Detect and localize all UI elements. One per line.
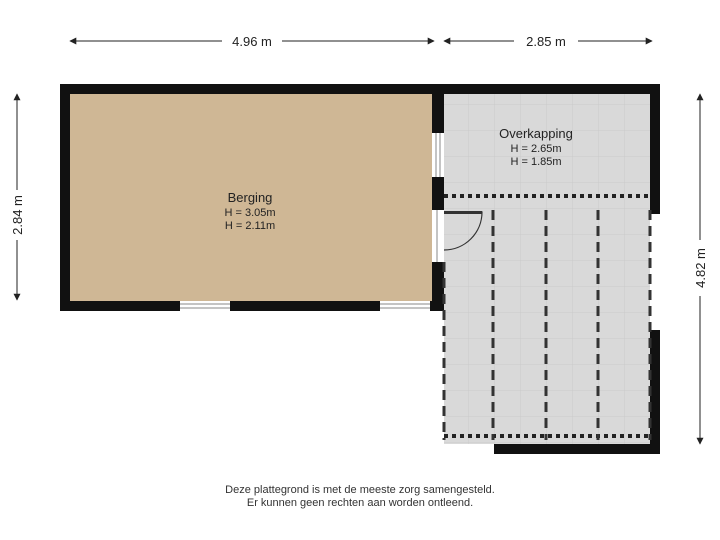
room-height-max-overkapping: H = 2.65m <box>510 143 561 155</box>
dimension-top-left: 4.96 m <box>69 34 435 49</box>
footer-disclaimer-line2: Er kunnen geen rechten aan worden ontlee… <box>246 497 474 509</box>
room-name-overkapping: Overkapping <box>499 126 573 141</box>
room-overkapping <box>432 84 660 454</box>
room-height-max-berging: H = 3.05m <box>224 207 275 219</box>
door-opening <box>432 210 444 262</box>
dimension-right: 4.82 m <box>693 93 708 445</box>
dim-label-top-right: 2.85 m <box>526 34 566 49</box>
window-bottom-right <box>380 301 430 311</box>
room-height-min-overkapping: H = 1.85m <box>510 156 561 168</box>
berging-floor <box>70 94 432 301</box>
window-right-wall <box>432 133 444 177</box>
room-height-min-berging: H = 2.11m <box>225 220 275 232</box>
window-bottom-left <box>180 301 230 311</box>
dimension-top-right: 2.85 m <box>443 34 653 49</box>
dimension-left: 2.84 m <box>10 93 25 301</box>
footer-disclaimer-line1: Deze plattegrond is met de meeste zorg s… <box>225 484 495 496</box>
overkapping-floor <box>444 94 650 444</box>
dim-label-top-left: 4.96 m <box>232 34 272 49</box>
dim-label-left: 2.84 m <box>10 195 25 235</box>
carport-posts <box>442 210 652 440</box>
room-name-berging: Berging <box>228 190 273 205</box>
room-berging <box>60 84 444 311</box>
door-swing <box>443 211 483 251</box>
dim-label-right: 4.82 m <box>693 248 708 288</box>
